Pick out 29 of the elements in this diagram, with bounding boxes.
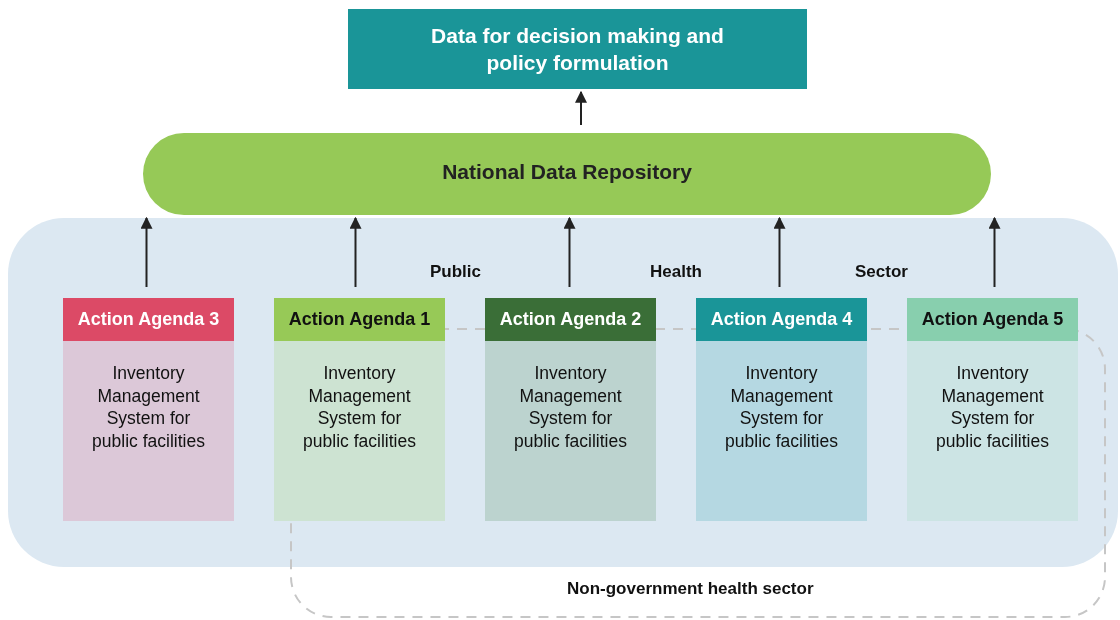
sector-label: Health [650, 262, 702, 282]
arrow [349, 216, 362, 288]
card-header: Action Agenda 4 [696, 298, 867, 341]
card-body-text: Inventory Management System for public facilities [935, 362, 1050, 452]
arrow [563, 216, 576, 288]
card-body-text: Inventory Management System for public facilities [513, 362, 628, 452]
agenda-card [63, 298, 234, 521]
arrow [575, 90, 587, 126]
card-body-text: Inventory Management System for public facilities [724, 362, 839, 452]
arrow [773, 216, 786, 288]
box-title: Data for decision making and policy formulation [430, 23, 725, 76]
arrow [988, 216, 1001, 288]
card-header: Action Agenda 1 [274, 298, 445, 341]
output-box [348, 9, 807, 89]
agenda-card [485, 298, 656, 521]
bar-title: National Data Repository [441, 160, 693, 184]
card-body-text: Inventory Management System for public facilities [91, 362, 206, 452]
card-header: Action Agenda 2 [485, 298, 656, 341]
agenda-card [696, 298, 867, 521]
agenda-card [274, 298, 445, 521]
agenda-card [907, 298, 1078, 521]
sector-label: Sector [855, 262, 908, 282]
sector-panel [8, 218, 1118, 567]
card-header: Action Agenda 3 [63, 298, 234, 341]
region-label: Non-government health sector [567, 579, 814, 599]
arrow [140, 216, 153, 288]
card-header: Action Agenda 5 [907, 298, 1078, 341]
card-body-text: Inventory Management System for public facilities [302, 362, 417, 452]
sector-label: Public [430, 262, 481, 282]
